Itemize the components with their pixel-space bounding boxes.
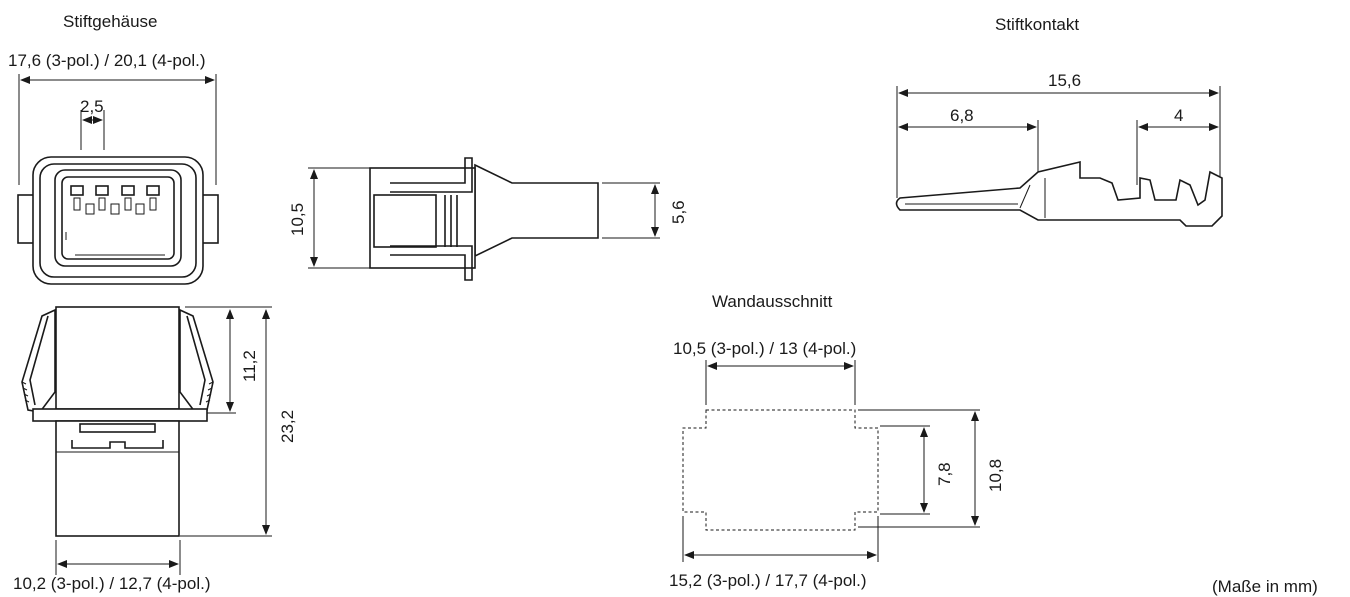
- housing-side-view: 10,5 5,6: [288, 157, 688, 281]
- pin-contact-view: 15,6 6,8 4: [895, 71, 1223, 227]
- panel-cutout-view: 10,5 (3-pol.) / 13 (4-pol.) 7,8 10,8 15,…: [669, 339, 1005, 590]
- contact-crimp-label: 4: [1174, 106, 1183, 125]
- pin-housing-title: Stiftgehäuse: [63, 12, 158, 31]
- cutout-top-label: 10,5 (3-pol.) / 13 (4-pol.): [673, 339, 856, 358]
- housing-width-label: 17,6 (3-pol.) / 20,1 (4-pol.): [8, 51, 205, 70]
- panel-cutout-title: Wandausschnitt: [712, 292, 833, 311]
- pin-contact-title: Stiftkontakt: [995, 15, 1079, 34]
- housing-bottom-view: 11,2 23,2 10,2 (3-pol.) / 12,7 (4-pol.): [13, 306, 297, 593]
- housing-bottom-width-label: 10,2 (3-pol.) / 12,7 (4-pol.): [13, 574, 210, 593]
- pitch-label: 2,5: [80, 97, 104, 116]
- cutout-height-label: 10,8: [986, 459, 1005, 492]
- pin-slots: [65, 185, 160, 240]
- units-note: (Maße in mm): [1212, 577, 1318, 596]
- contact-length-label: 15,6: [1048, 71, 1081, 90]
- contact-pin-label: 6,8: [950, 106, 974, 125]
- side-height-label: 10,5: [288, 203, 307, 236]
- lower-height-label: 11,2: [240, 350, 259, 382]
- cutout-inner-height-label: 7,8: [935, 462, 954, 486]
- total-height-label: 23,2: [278, 410, 297, 443]
- housing-front-view: 17,6 (3-pol.) / 20,1 (4-pol.) 2,5: [8, 51, 219, 285]
- cutout-bottom-label: 15,2 (3-pol.) / 17,7 (4-pol.): [669, 571, 866, 590]
- side-tail-label: 5,6: [669, 200, 688, 224]
